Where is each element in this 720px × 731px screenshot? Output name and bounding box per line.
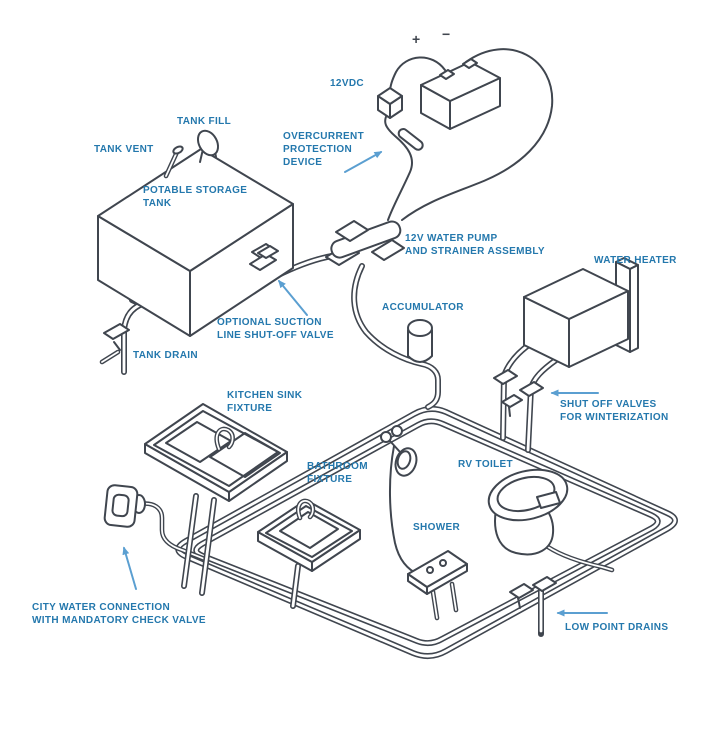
battery-positive-terminal xyxy=(439,69,455,80)
label-water-heater: WATER HEATER xyxy=(594,255,677,266)
label-bathroom: BATHROOM FIXTURE xyxy=(307,461,368,485)
label-accumulator: ACCUMULATOR xyxy=(382,302,464,313)
low-point-drains xyxy=(509,576,557,637)
dc-connector-plug xyxy=(377,87,403,119)
water-pump-strainer xyxy=(325,220,405,266)
winterization-valve-1 xyxy=(493,369,518,385)
kitchen-sink xyxy=(144,403,288,596)
label-winterization: SHUT OFF VALVES FOR WINTERIZATION xyxy=(560,399,669,423)
overcurrent-arrow xyxy=(344,151,383,173)
heater-drain-tee xyxy=(501,394,523,408)
city-water-inlet xyxy=(103,484,210,563)
kitchen-faucet xyxy=(214,426,235,452)
label-overcurrent: OVERCURRENT PROTECTION DEVICE xyxy=(283,131,365,168)
tank-drain-valve xyxy=(103,323,130,340)
accumulator xyxy=(407,319,433,363)
toilet-flush-valve xyxy=(536,491,561,509)
tank-drain xyxy=(99,299,153,375)
label-shower: SHOWER xyxy=(413,522,461,533)
potable-storage-tank xyxy=(97,129,294,337)
label-tank-fill: TANK FILL xyxy=(177,116,232,127)
battery xyxy=(420,58,501,130)
overcurrent-protection-fuse xyxy=(397,128,424,151)
pump-wiring xyxy=(384,48,554,221)
rv-toilet xyxy=(487,468,615,573)
battery-negative-terminal xyxy=(462,58,478,69)
label-rv-toilet: RV TOILET xyxy=(458,459,514,470)
tank-fill-cap xyxy=(196,129,220,163)
label-low-point-drains: LOW POINT DRAINS xyxy=(565,622,669,633)
tank-vent-pipe xyxy=(163,145,184,179)
label-city-water: CITY WATER CONNECTION WITH MANDATORY CHE… xyxy=(32,602,206,626)
label-water-pump: 12V WATER PUMP AND STRAINER ASSEMBLY xyxy=(405,233,545,257)
water-heater xyxy=(493,257,639,453)
label-tank-drain: TANK DRAIN xyxy=(133,350,198,361)
pump-outlet-line xyxy=(351,263,441,410)
label-battery-minus: − xyxy=(442,26,451,42)
bathroom-sink xyxy=(257,498,361,609)
distribution-loop-pipes xyxy=(175,406,678,659)
shower-mixer xyxy=(407,550,468,588)
city-water-arrow xyxy=(122,546,137,590)
label-battery-plus: + xyxy=(412,31,421,47)
shower-hose xyxy=(389,445,420,576)
label-kitchen-sink: KITCHEN SINK FIXTURE xyxy=(227,390,303,414)
shower xyxy=(380,425,468,621)
bathroom-faucet xyxy=(296,498,316,521)
label-potable-tank: POTABLE STORAGE TANK xyxy=(143,185,248,209)
label-12vdc: 12VDC xyxy=(330,78,364,89)
toilet-seat xyxy=(487,468,569,522)
winterization-valve-2 xyxy=(519,381,544,397)
suction-valve-arrow xyxy=(278,279,308,316)
suction-shutoff-valve xyxy=(249,245,279,271)
label-tank-vent: TANK VENT xyxy=(94,144,154,155)
label-optional-suction: OPTIONAL SUCTION LINE SHUT-OFF VALVE xyxy=(217,317,334,341)
